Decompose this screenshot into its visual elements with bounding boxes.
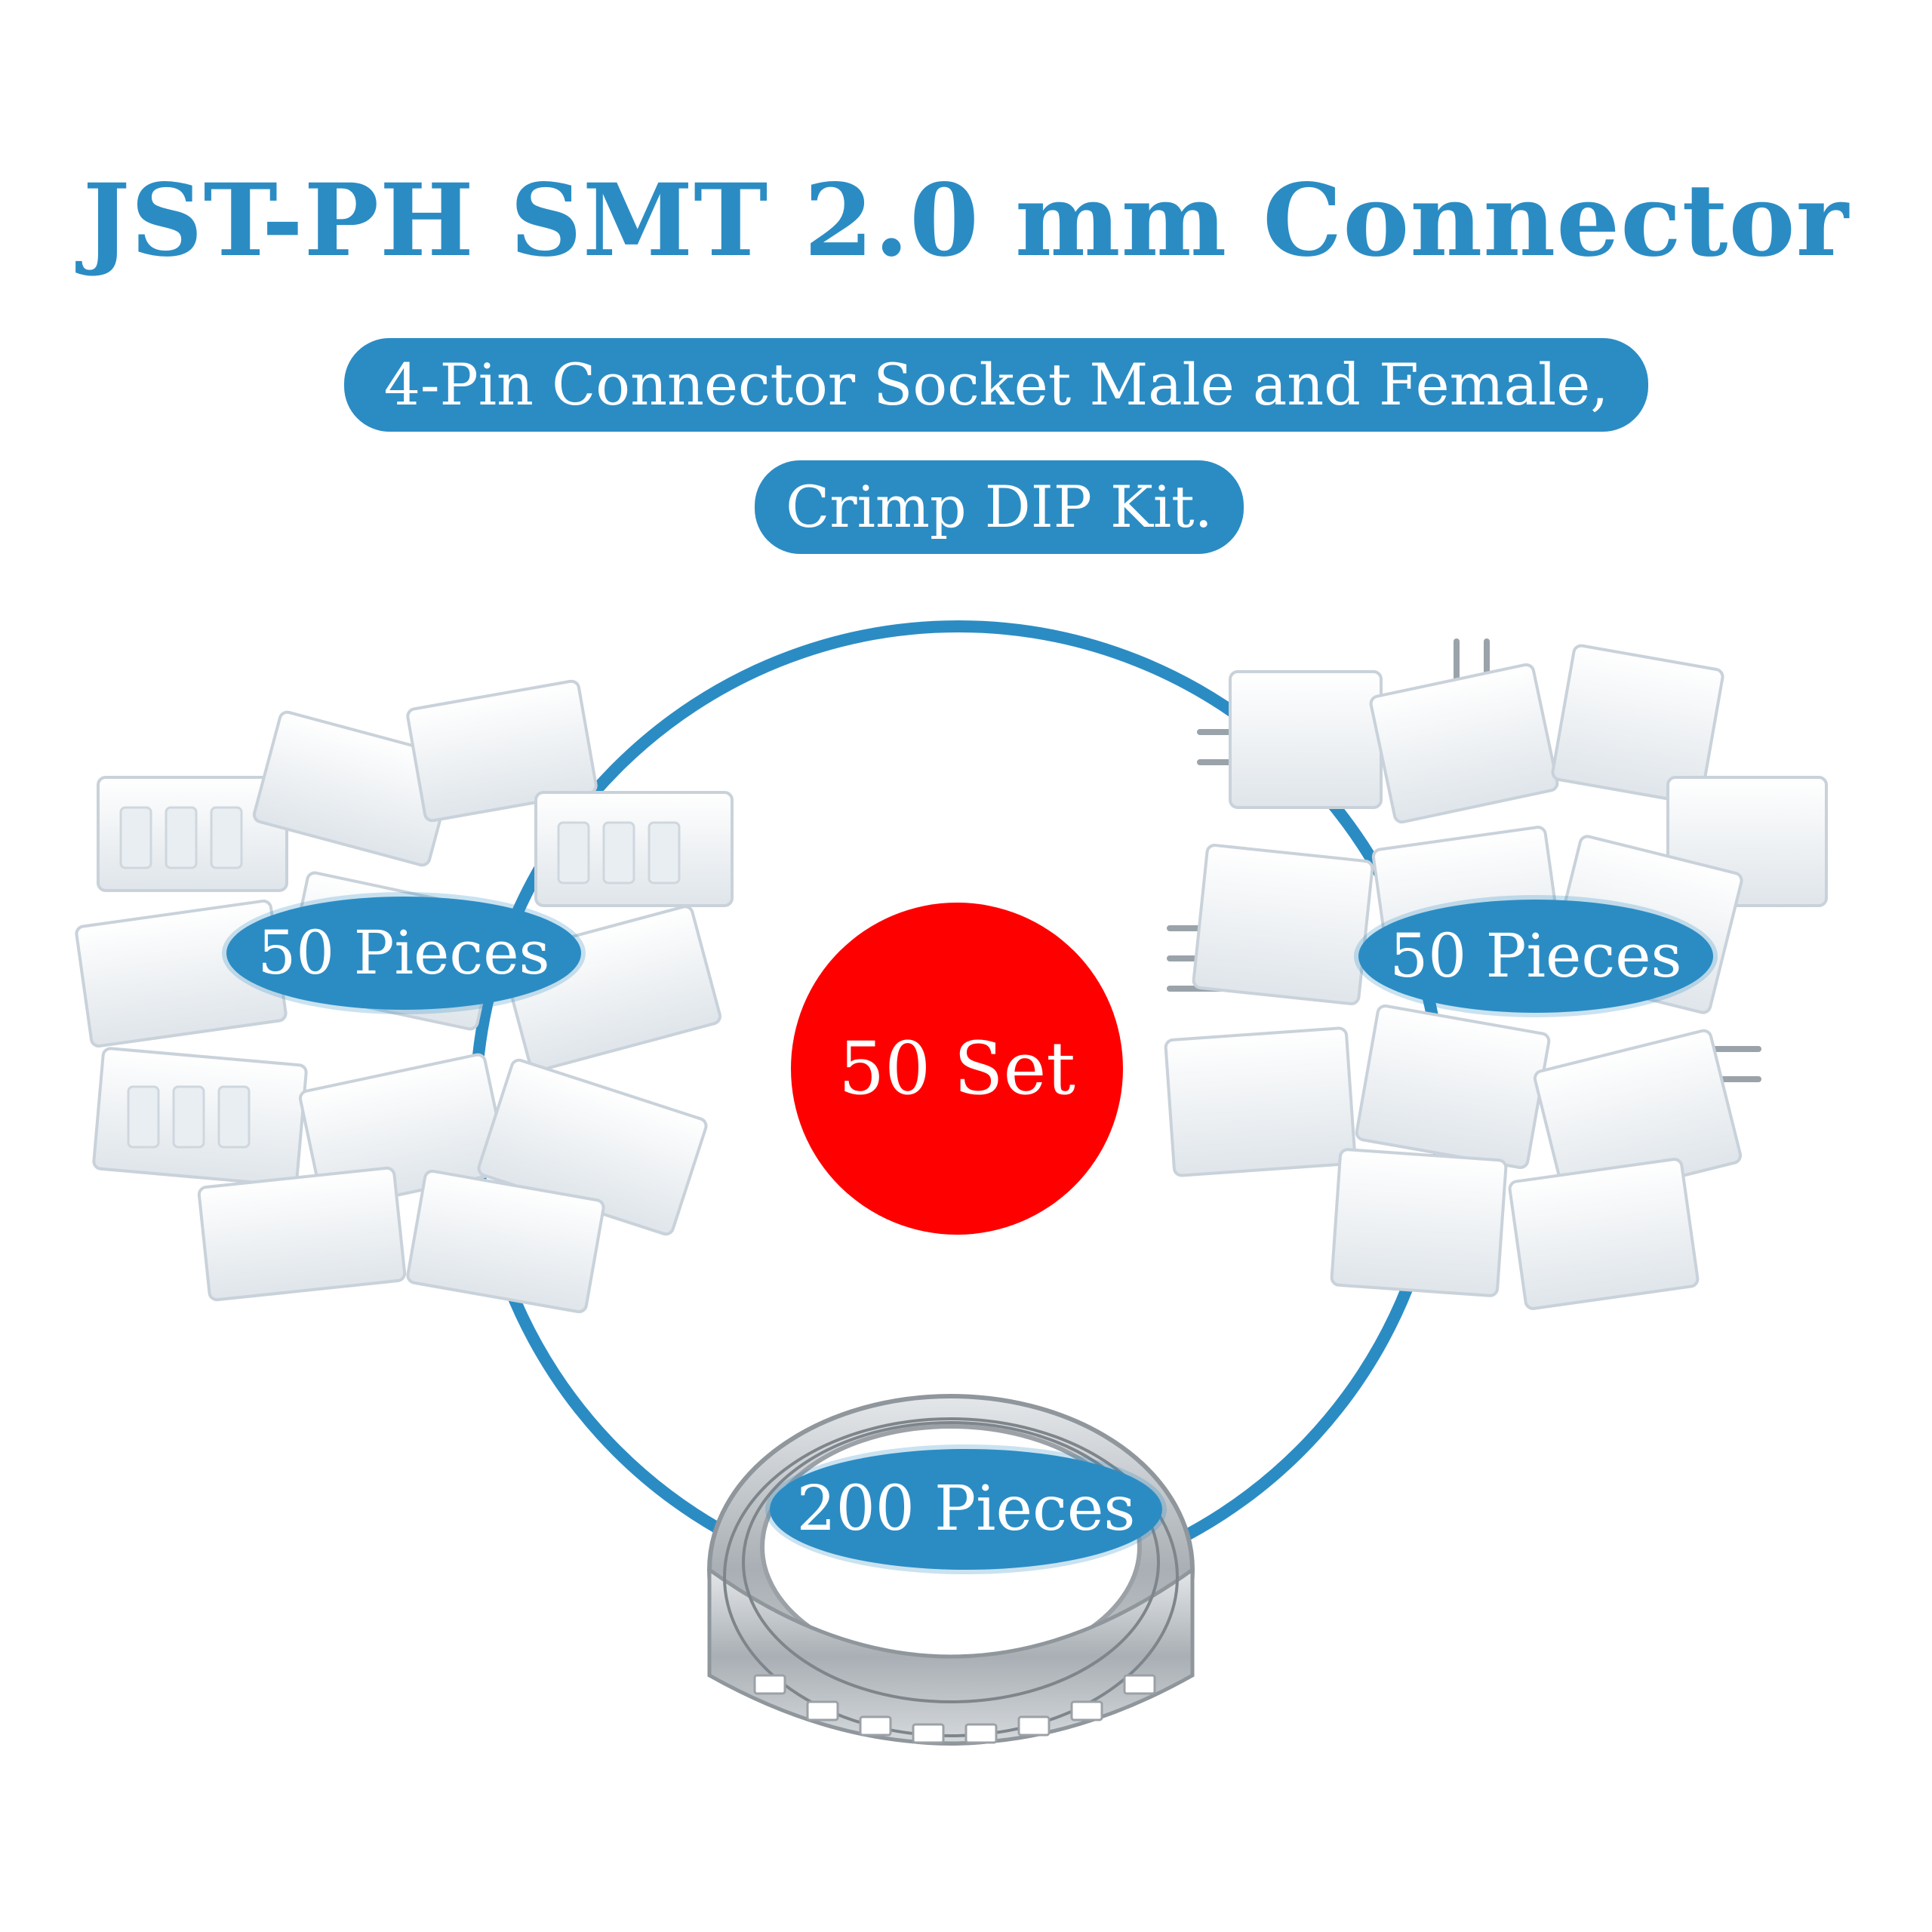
set-count-badge: 50 Set bbox=[791, 903, 1123, 1235]
subtitle-pill-1: 4-Pin Connector Socket Male and Female, bbox=[344, 338, 1648, 432]
female-housing-count-badge: 50 Pieces bbox=[226, 897, 581, 1010]
male-header-count-badge: 50 Pieces bbox=[1358, 900, 1713, 1013]
female-housing-pile-icon bbox=[75, 679, 734, 1313]
subtitle-pill-2: Crimp DIP Kit. bbox=[755, 460, 1244, 554]
page-title: JST-PH SMT 2.0 mm Connector bbox=[82, 162, 1850, 279]
crimp-terminal-count-badge: 200 Pieces bbox=[770, 1449, 1162, 1570]
